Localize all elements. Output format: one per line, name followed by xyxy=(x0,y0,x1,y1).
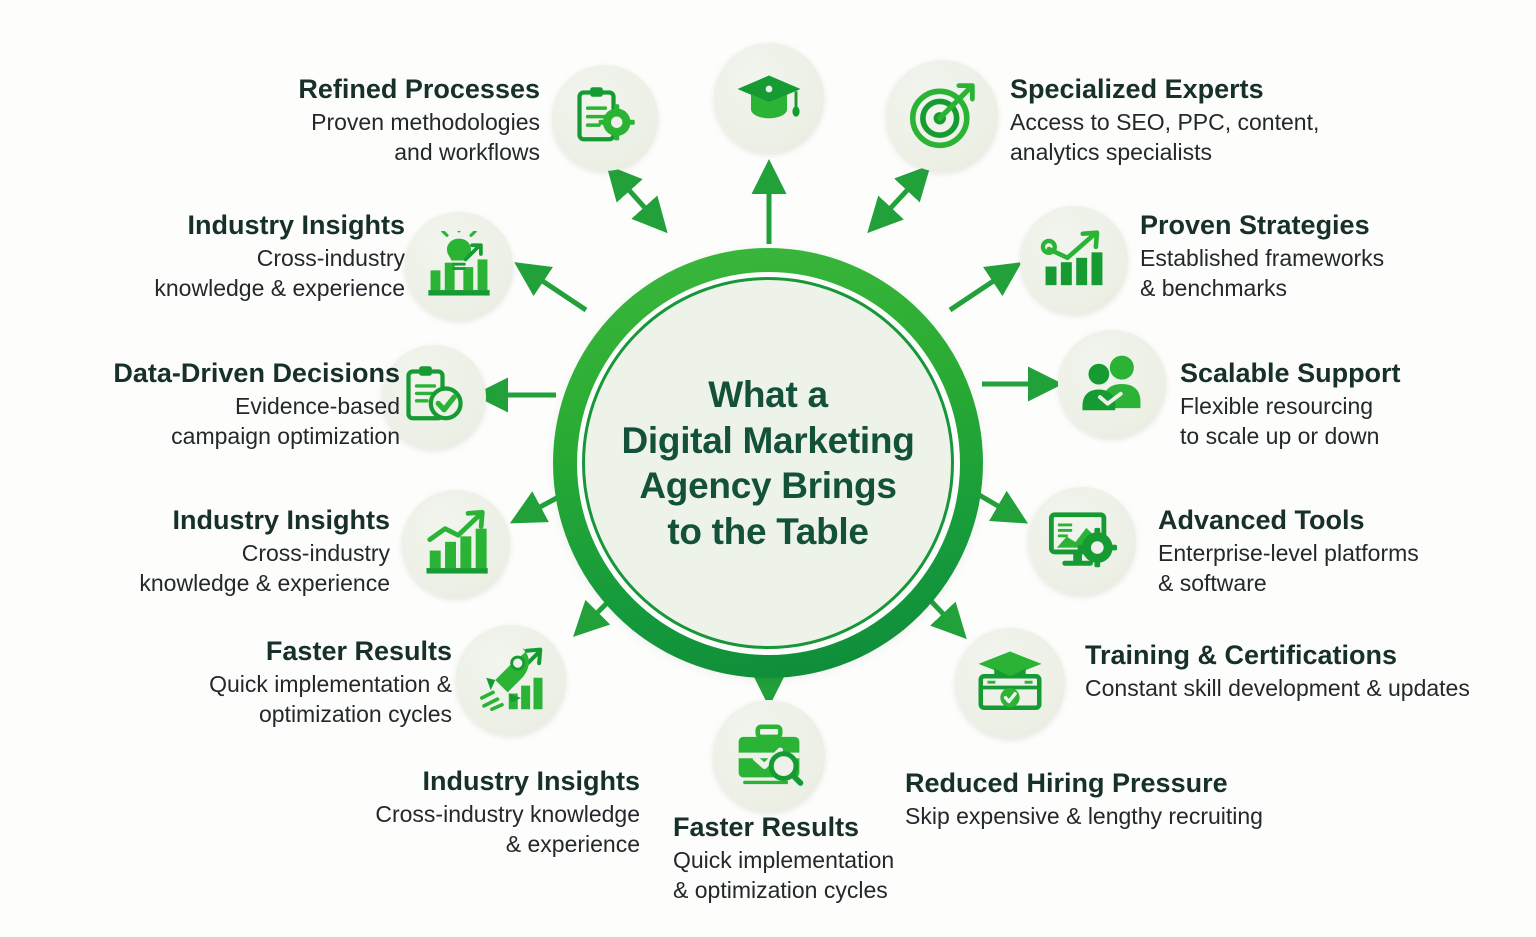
node-title: Reduced Hiring Pressure xyxy=(905,768,1228,798)
central-hub: What a Digital Marketing Agency Brings t… xyxy=(553,248,983,678)
node-desc-line: Cross-industry xyxy=(241,540,390,567)
node-advanced-tools: Advanced Tools Enterprise-level platform… xyxy=(1158,505,1508,598)
node-desc-line: Access to SEO, PPC, content, xyxy=(1010,109,1320,136)
node-desc: Flexible resourcing to scale up or down xyxy=(1180,392,1510,451)
node-desc: Proven methodologies and workflows xyxy=(240,108,540,167)
node-title: Training & Certifications xyxy=(1085,640,1398,670)
node-desc-line: Cross-industry xyxy=(256,245,405,272)
arrow-proven-strategies xyxy=(948,262,1022,313)
target-dart-icon xyxy=(906,80,978,152)
node-title: Industry Insights xyxy=(172,505,390,535)
node-industry-insights-lower-left: Industry Insights Cross-industry knowled… xyxy=(90,505,390,598)
node-desc: Quick implementation & optimization cycl… xyxy=(140,670,452,729)
bubble-scalable-support[interactable] xyxy=(1058,330,1166,438)
certificate-cap-icon xyxy=(974,647,1046,719)
node-desc: Access to SEO, PPC, content, analytics s… xyxy=(1010,108,1370,167)
node-desc-line: campaign optimization xyxy=(171,422,400,449)
node-desc-line: Flexible resourcing xyxy=(1180,393,1374,420)
node-desc-line: Cross-industry knowledge xyxy=(375,801,640,828)
node-faster-results-left: Faster Results Quick implementation & op… xyxy=(140,636,452,729)
node-desc-line: Proven methodologies xyxy=(311,109,540,136)
clipboard-check-icon xyxy=(400,363,468,431)
node-desc: Evidence-based campaign optimization xyxy=(70,392,400,451)
node-desc-line: analytics specialists xyxy=(1010,138,1212,165)
node-desc: Cross-industry knowledge & experience xyxy=(90,539,390,598)
bubble-graduation-top[interactable] xyxy=(714,43,824,153)
hub-title-line-2: Digital Marketing xyxy=(621,419,915,461)
node-desc-line: knowledge & experience xyxy=(139,569,390,596)
hub-inner-circle: What a Digital Marketing Agency Brings t… xyxy=(582,277,954,649)
node-title: Faster Results xyxy=(673,812,860,842)
node-desc-line: & optimization cycles xyxy=(673,876,888,903)
node-training-certifications: Training & Certifications Constant skill… xyxy=(1085,640,1505,704)
node-specialized-experts: Specialized Experts Access to SEO, PPC, … xyxy=(1010,74,1370,167)
node-desc-line: & software xyxy=(1158,569,1267,596)
bubble-industry-insights-upper-left[interactable] xyxy=(405,212,513,320)
rocket-growth-icon xyxy=(475,644,547,716)
node-proven-strategies: Proven Strategies Established frameworks… xyxy=(1140,210,1490,303)
node-desc-line: & benchmarks xyxy=(1140,274,1288,301)
node-desc-line: optimization cycles xyxy=(258,700,452,727)
hub-title-line-4: to the Table xyxy=(667,510,869,552)
node-desc: Enterprise-level platforms & software xyxy=(1158,539,1508,598)
node-title: Industry Insights xyxy=(187,210,405,240)
node-title: Industry Insights xyxy=(422,766,640,796)
briefcase-search-icon xyxy=(733,720,805,792)
node-desc-line: to scale up or down xyxy=(1180,422,1380,449)
bar-chart-arrow-icon xyxy=(421,509,491,579)
bubble-training-certifications[interactable] xyxy=(955,628,1065,738)
hub-title: What a Digital Marketing Agency Brings t… xyxy=(606,372,931,554)
node-desc-line: Constant skill development & updates xyxy=(1085,675,1470,702)
bar-chart-trend-icon xyxy=(1039,225,1109,295)
node-desc: Quick implementation & optimization cycl… xyxy=(673,846,973,905)
node-title: Refined Processes xyxy=(298,74,540,104)
node-desc: Established frameworks & benchmarks xyxy=(1140,244,1490,303)
bubble-refined-processes[interactable] xyxy=(552,65,658,171)
node-desc-line: Quick implementation xyxy=(673,847,895,874)
bubble-specialized-experts[interactable] xyxy=(886,60,998,172)
hub-title-line-3: Agency Brings xyxy=(639,465,897,506)
hub-ring-gap: What a Digital Marketing Agency Brings t… xyxy=(576,271,960,655)
bubble-faster-results-left[interactable] xyxy=(456,625,566,735)
node-desc-line: Evidence-based xyxy=(235,393,400,420)
node-desc-line: Enterprise-level platforms xyxy=(1158,540,1419,567)
node-desc-line: Skip expensive & lengthy recruiting xyxy=(905,803,1263,830)
node-title: Faster Results xyxy=(265,636,452,666)
node-desc: Cross-industry knowledge & experience xyxy=(95,244,405,303)
arrow-industry-insights-upper-left xyxy=(514,262,588,313)
bubble-faster-results-bottom[interactable] xyxy=(713,700,825,812)
bubble-advanced-tools[interactable] xyxy=(1028,487,1136,595)
node-title: Proven Strategies xyxy=(1140,210,1370,240)
node-scalable-support: Scalable Support Flexible resourcing to … xyxy=(1180,358,1510,451)
node-desc: Cross-industry knowledge & experience xyxy=(320,800,640,859)
bubble-proven-strategies[interactable] xyxy=(1020,206,1128,314)
node-data-driven-decisions: Data-Driven Decisions Evidence-based cam… xyxy=(70,358,400,451)
node-desc-line: Quick implementation & xyxy=(209,671,452,698)
bubble-data-driven-decisions[interactable] xyxy=(382,345,486,449)
node-reduced-hiring-pressure: Reduced Hiring Pressure Skip expensive &… xyxy=(905,768,1325,832)
bubble-industry-insights-lower-left[interactable] xyxy=(402,490,510,598)
node-desc: Skip expensive & lengthy recruiting xyxy=(905,802,1325,831)
node-faster-results-bottom: Faster Results Quick implementation & op… xyxy=(673,812,973,905)
node-desc-line: Established frameworks xyxy=(1140,245,1385,272)
node-desc: Constant skill development & updates xyxy=(1085,674,1505,703)
clipboard-gear-icon xyxy=(571,84,639,152)
bar-chart-lightbulb-icon xyxy=(424,231,494,301)
node-desc-line: & experience xyxy=(505,830,640,857)
node-title: Scalable Support xyxy=(1180,358,1401,388)
node-title: Data-Driven Decisions xyxy=(113,358,400,388)
arrow-specialized-experts xyxy=(867,164,931,234)
node-desc-line: knowledge & experience xyxy=(154,274,405,301)
graduation-cap-icon xyxy=(733,62,805,134)
node-title: Advanced Tools xyxy=(1158,505,1365,535)
people-group-icon xyxy=(1077,349,1147,419)
hub-title-line-1: What a xyxy=(708,374,828,415)
node-industry-insights-upper-left: Industry Insights Cross-industry knowled… xyxy=(95,210,405,303)
arrow-refined-processes xyxy=(606,164,668,234)
node-refined-processes: Refined Processes Proven methodologies a… xyxy=(240,74,540,167)
node-title: Specialized Experts xyxy=(1010,74,1264,104)
node-desc-line: and workflows xyxy=(394,138,540,165)
node-industry-insights-bottom: Industry Insights Cross-industry knowled… xyxy=(320,766,640,859)
monitor-gear-icon xyxy=(1047,506,1117,576)
